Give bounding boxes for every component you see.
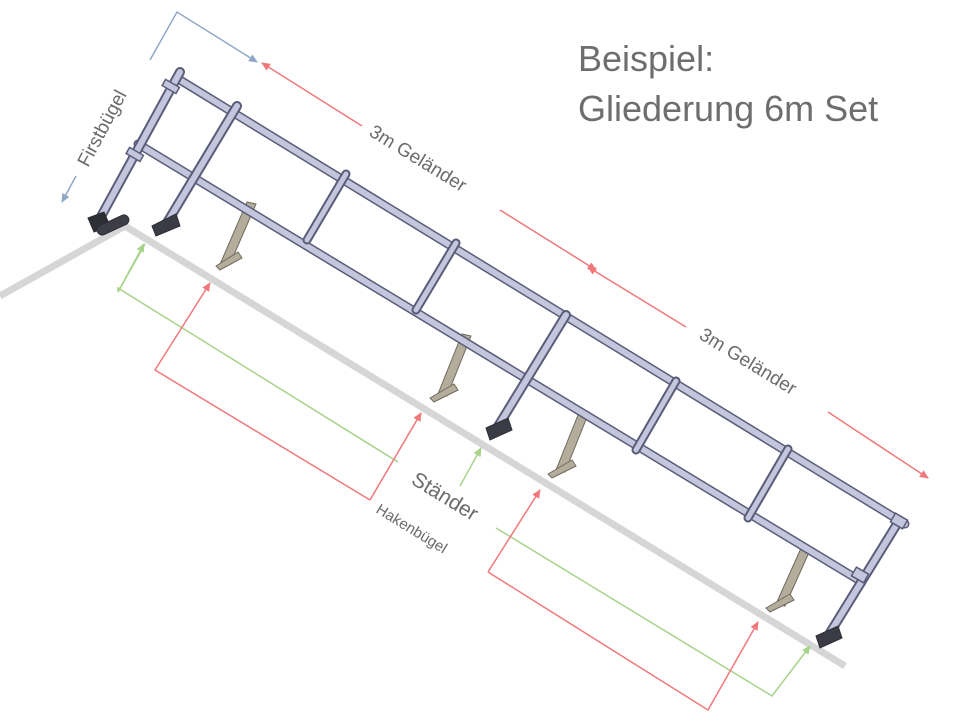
firstbugel-arrow-bottom xyxy=(61,175,77,203)
roof-line xyxy=(0,222,847,669)
gelaender-arrow-1-left xyxy=(261,62,363,127)
rail-couplers xyxy=(302,169,793,523)
hakenbugel-label: Hakenbügel xyxy=(373,501,450,557)
ridge-post xyxy=(93,67,185,227)
gelaender-arrow-2-left xyxy=(587,266,687,328)
hook-brackets xyxy=(215,201,812,613)
staender-arrow-mid xyxy=(459,447,482,487)
post-feet xyxy=(87,211,843,649)
hakenbugel-arrow-right xyxy=(487,489,541,573)
gelaender-arrow-2-right xyxy=(827,411,929,479)
gelaender-label-2: 3m Geländer xyxy=(695,324,800,400)
title-block: Beispiel: Gliederung 6m Set xyxy=(578,34,878,134)
end-clamps xyxy=(125,78,909,584)
firstbugel-arrow-top xyxy=(149,10,258,63)
firstbugel-label: Firstbügel xyxy=(74,87,132,171)
hook-bracket xyxy=(765,545,812,613)
post xyxy=(160,101,242,231)
gelaender-arrow-1-right xyxy=(499,209,597,271)
staender-label: Ständer xyxy=(407,468,482,526)
hook-bracket xyxy=(215,201,257,271)
posts xyxy=(93,67,902,641)
post xyxy=(492,310,571,433)
title-line-2: Gliederung 6m Set xyxy=(578,88,879,129)
gelaender-label-1: 3m Geländer xyxy=(365,121,470,197)
hook-bracket xyxy=(429,333,472,403)
title-line-1: Beispiel: xyxy=(578,38,715,79)
staender-arrow-right xyxy=(495,527,811,697)
hook-bracket xyxy=(547,409,590,479)
hakenbugel-arrow-left xyxy=(153,282,371,501)
